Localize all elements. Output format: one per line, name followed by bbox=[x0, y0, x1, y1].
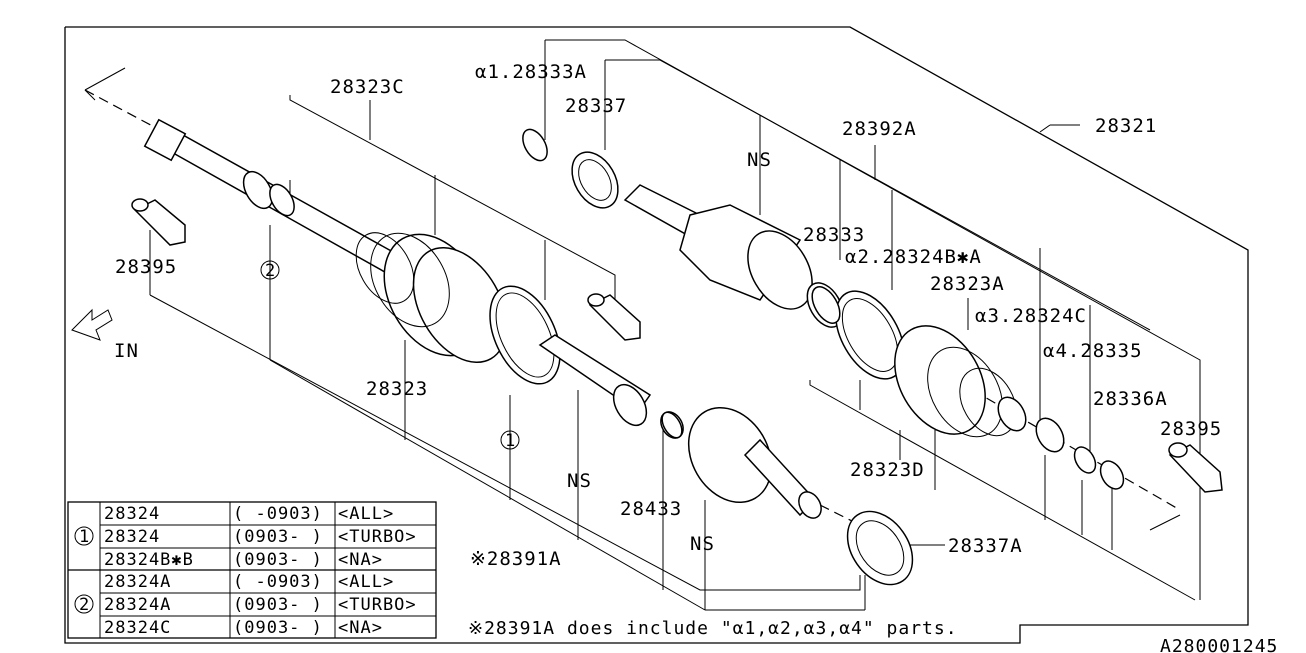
table-cell: <TURBO> bbox=[338, 595, 417, 615]
label-28337: 28337 bbox=[565, 95, 627, 117]
table-cell: 28324 bbox=[104, 504, 160, 524]
diagram-code: A280001245 bbox=[1160, 636, 1278, 653]
applicability-table: 1 2 28324 ( -0903) <ALL> 28324 (0903- ) … bbox=[67, 501, 437, 639]
damper-weight-mid bbox=[587, 293, 641, 341]
table-cell: ( -0903) bbox=[233, 572, 323, 592]
centre-lines bbox=[84, 67, 1181, 531]
boot-band bbox=[489, 285, 561, 385]
table-cell: 28324B✱B bbox=[104, 550, 194, 570]
clamp-rings bbox=[1035, 417, 1125, 490]
marker-circle-1 bbox=[500, 430, 520, 450]
label-a4-28335: α4.28335 bbox=[1043, 340, 1143, 362]
table-cell: (0903- ) bbox=[233, 527, 323, 547]
table-cell: 28324 bbox=[104, 527, 160, 547]
damper-weight-left bbox=[131, 198, 186, 246]
label-28333: 28333 bbox=[803, 224, 865, 246]
table-cell: 28324A bbox=[104, 572, 171, 592]
label-ns-mid: NS bbox=[567, 470, 592, 492]
label-ns-top: NS bbox=[747, 149, 772, 171]
ring-28333 bbox=[811, 286, 841, 324]
label-28321: 28321 bbox=[1095, 115, 1157, 137]
label-28323A: 28323A bbox=[930, 273, 1005, 295]
outer-joint bbox=[522, 128, 905, 380]
table-cell: 28324C bbox=[104, 618, 171, 638]
table-cell: <NA> bbox=[338, 550, 383, 570]
label-28337A: 28337A bbox=[948, 535, 1023, 557]
label-a2-28324BA: α2.28324B✱A bbox=[845, 246, 982, 268]
inner-boot bbox=[355, 232, 508, 364]
outer-boot bbox=[894, 325, 1027, 438]
label-ns-low: NS bbox=[690, 533, 715, 555]
label-28336A: 28336A bbox=[1093, 388, 1168, 410]
in-direction-arrow-icon bbox=[71, 308, 113, 341]
marker-circle-2 bbox=[260, 260, 280, 280]
dust-seal-lower bbox=[846, 510, 914, 586]
table-cell: <TURBO> bbox=[338, 527, 417, 547]
table-cell: (0903- ) bbox=[233, 595, 323, 615]
table-cell: (0903- ) bbox=[233, 550, 323, 570]
label-28395-right: 28395 bbox=[1160, 418, 1222, 440]
label-a3-28324C: α3.28324C bbox=[975, 305, 1087, 327]
in-label: IN bbox=[114, 340, 139, 362]
shaft-box-lines bbox=[149, 95, 866, 611]
table-cell: 28324A bbox=[104, 595, 171, 615]
label-28323D: 28323D bbox=[850, 459, 925, 481]
label-28323C: 28323C bbox=[330, 76, 405, 98]
damper-weight-right bbox=[1168, 442, 1223, 493]
table-cell: <NA> bbox=[338, 618, 383, 638]
label-28391A: ※28391A bbox=[470, 548, 562, 570]
table-cell: <ALL> bbox=[338, 504, 394, 524]
table-group1-marker: 1 bbox=[79, 527, 90, 547]
inner-shaft-spline bbox=[538, 334, 684, 439]
marker-circle-2-label: 2 bbox=[265, 261, 276, 281]
footnote: ※28391A does include "α1,α2,α3,α4" parts… bbox=[468, 618, 958, 639]
label-28323: 28323 bbox=[366, 378, 428, 400]
table-group2-marker: 2 bbox=[79, 595, 90, 615]
label-28392A: 28392A bbox=[842, 118, 917, 140]
diagram-frame bbox=[64, 26, 1249, 644]
marker-circle-1-label: 1 bbox=[505, 431, 516, 451]
table-cell: (0903- ) bbox=[233, 618, 323, 638]
label-28433: 28433 bbox=[620, 498, 682, 520]
inner-joint-housing bbox=[687, 406, 822, 519]
circlip-28433 bbox=[661, 411, 683, 439]
table-cell: <ALL> bbox=[338, 572, 394, 592]
label-a1-28333A: α1.28333A bbox=[475, 61, 587, 83]
table-cell: ( -0903) bbox=[233, 504, 323, 524]
label-28395-left: 28395 bbox=[115, 256, 177, 278]
